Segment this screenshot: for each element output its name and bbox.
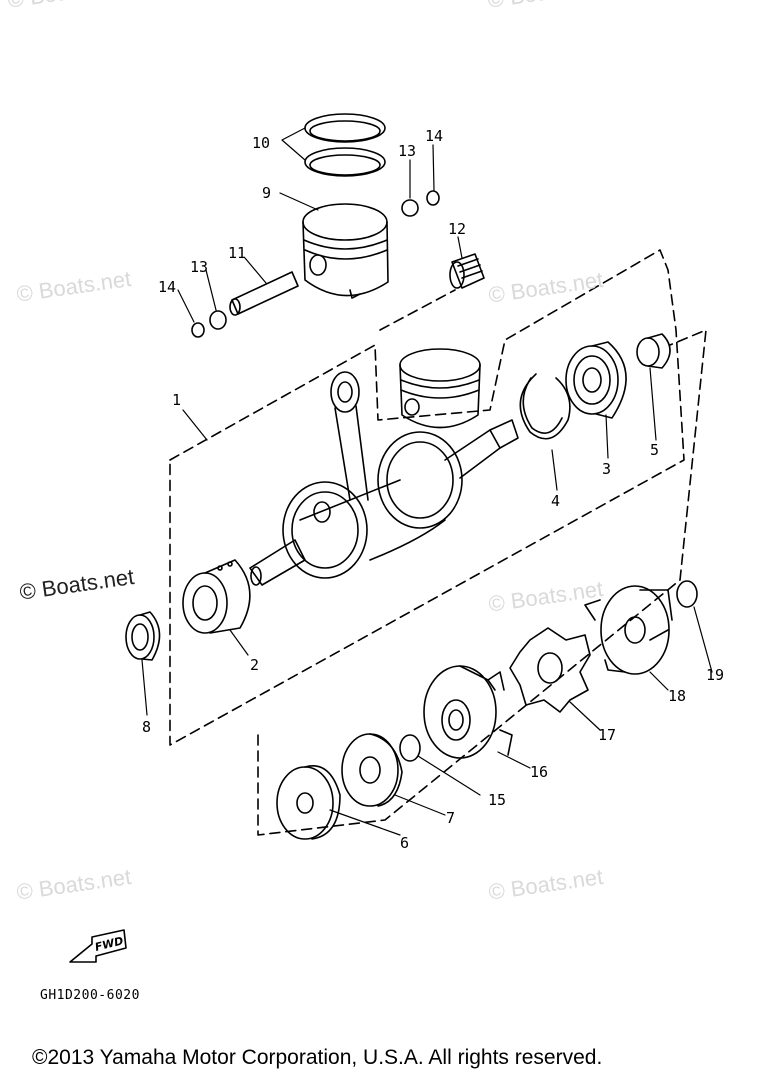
collar-5-part[interactable] <box>637 334 670 368</box>
damper-17-part[interactable] <box>510 628 590 712</box>
o-ring-16-part[interactable] <box>400 735 420 761</box>
clip-14-left[interactable] <box>192 323 204 337</box>
piston-rings-part[interactable] <box>305 114 385 176</box>
callout-15[interactable]: 16 <box>530 763 548 781</box>
callout-11[interactable]: 11 <box>228 244 246 262</box>
callout-14-left[interactable]: 14 <box>158 278 176 296</box>
piston-part[interactable] <box>303 204 388 298</box>
callout-3[interactable]: 3 <box>602 460 611 478</box>
callout-5[interactable]: 5 <box>650 441 659 459</box>
callout-labels: 10 9 11 13 14 13 14 12 1 2 8 3 4 5 6 7 1… <box>94 127 724 954</box>
callout-12[interactable]: 12 <box>448 220 466 238</box>
callout-1[interactable]: 1 <box>172 391 181 409</box>
clip-14-right[interactable] <box>427 191 439 205</box>
callout-19[interactable]: 19 <box>706 666 724 684</box>
callout-13-right[interactable]: 13 <box>398 142 416 160</box>
copyright-notice: ©2013 Yamaha Motor Corporation, U.S.A. A… <box>32 1046 603 1069</box>
callout-4[interactable]: 4 <box>551 492 560 510</box>
diagram-code: GH1D200-6020 <box>40 988 140 1003</box>
callout-9[interactable]: 9 <box>262 184 271 202</box>
callout-13-left[interactable]: 13 <box>190 258 208 276</box>
callout-2[interactable]: 2 <box>250 656 259 674</box>
crankshaft <box>250 420 518 585</box>
coupling-18-part[interactable] <box>585 586 672 674</box>
crankshaft-assembly-frame <box>170 250 684 745</box>
coupling-6-part[interactable] <box>277 766 340 839</box>
snap-ring-4-part[interactable] <box>520 374 570 439</box>
bearing-3-part[interactable] <box>566 342 626 418</box>
piston-pin-part[interactable] <box>230 272 298 315</box>
shim-7-part[interactable] <box>342 734 402 806</box>
connecting-rod <box>331 372 368 500</box>
fwd-arrow-icon <box>70 930 126 962</box>
callout-14-right[interactable]: 14 <box>425 127 443 145</box>
bearing-2-part[interactable] <box>183 560 250 633</box>
leader-lines <box>142 128 712 835</box>
callout-16[interactable]: 15 <box>488 791 506 809</box>
crank-piston <box>400 349 480 428</box>
callout-8[interactable]: 8 <box>142 718 151 736</box>
clip-13-left[interactable] <box>210 311 226 329</box>
fwd-label: FWD <box>94 934 125 954</box>
callout-17[interactable]: 17 <box>598 726 616 744</box>
piston-frame-line <box>380 290 455 330</box>
callout-10[interactable]: 10 <box>252 134 270 152</box>
oil-seal-8-part[interactable] <box>126 612 160 660</box>
callout-7[interactable]: 7 <box>446 809 455 827</box>
o-ring-19-part[interactable] <box>677 581 697 607</box>
coupling-assembly-frame <box>258 330 706 835</box>
clip-13-right[interactable] <box>402 200 418 216</box>
coupling-15-part[interactable] <box>424 666 512 758</box>
needle-bearing-part[interactable] <box>450 254 484 288</box>
callout-18[interactable]: 18 <box>668 687 686 705</box>
callout-6[interactable]: 6 <box>400 834 409 852</box>
